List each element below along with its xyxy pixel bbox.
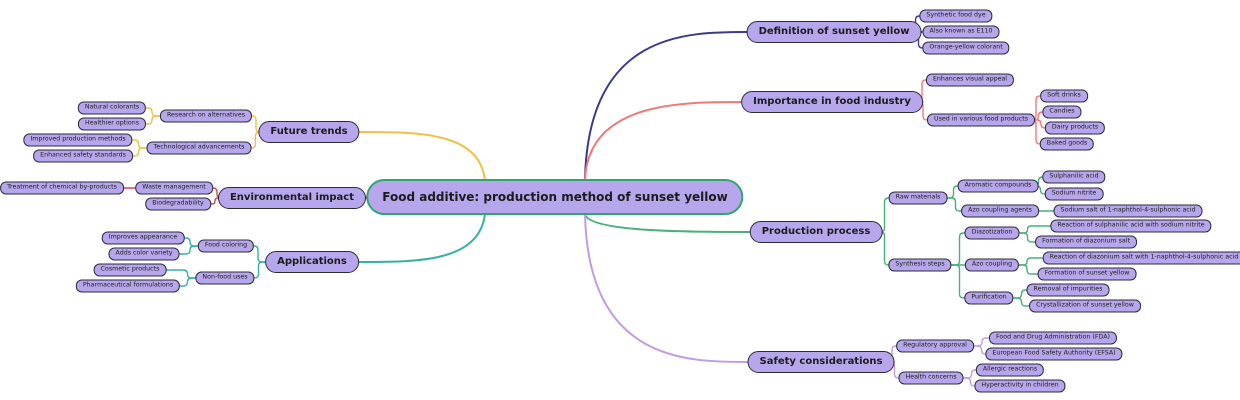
connector-azo-coupling-agents bbox=[946, 197, 962, 212]
topic-candies[interactable]: Candies bbox=[1042, 105, 1082, 119]
topic-research-on-alternatives[interactable]: Research on alternatives bbox=[159, 109, 253, 123]
topic-applications[interactable]: Applications bbox=[265, 251, 359, 273]
topic-european-food-safety-authority-efsa[interactable]: European Food Safety Authority (EFSA) bbox=[985, 347, 1123, 361]
connector-formation-of-sunset-yellow bbox=[1018, 264, 1039, 275]
topic-sodium-salt-of-1-naphthol-4-sulphonic-acid[interactable]: Sodium salt of 1-naphthol-4-sulphonic ac… bbox=[1053, 204, 1203, 218]
branch-connector-production-process bbox=[584, 213, 751, 233]
connector-enhanced-safety-standards bbox=[132, 147, 148, 157]
connector-pharmaceutical-formulations bbox=[179, 277, 197, 287]
topic-regulatory-approval[interactable]: Regulatory approval bbox=[896, 339, 974, 353]
topic-sodium-nitrite[interactable]: Sodium nitrite bbox=[1044, 187, 1104, 201]
topic-soft-drinks[interactable]: Soft drinks bbox=[1040, 89, 1088, 103]
topic-formation-of-sunset-yellow[interactable]: Formation of sunset yellow bbox=[1037, 267, 1137, 281]
branch-connector-safety-considerations bbox=[584, 213, 749, 363]
topic-removal-of-impurities[interactable]: Removal of impurities bbox=[1026, 283, 1110, 297]
connector-improves-appearance bbox=[183, 237, 199, 247]
topic-importance-in-food-industry[interactable]: Importance in food industry bbox=[741, 91, 923, 113]
topic-synthesis-steps[interactable]: Synthesis steps bbox=[888, 258, 952, 272]
topic-reaction-of-sulphanilic-acid-with-sodium-nitrite[interactable]: Reaction of sulphanilic acid with sodium… bbox=[1050, 219, 1212, 233]
connector-synthesis-steps bbox=[880, 231, 890, 266]
topic-waste-management[interactable]: Waste management bbox=[135, 181, 213, 195]
topic-synthetic-food-dye[interactable]: Synthetic food dye bbox=[919, 9, 993, 23]
topic-technological-advancements[interactable]: Technological advancements bbox=[146, 141, 252, 155]
topic-pharmaceutical-formulations[interactable]: Pharmaceutical formulations bbox=[75, 279, 181, 293]
connector-crystallization-of-sunset-yellow bbox=[1012, 297, 1030, 307]
connector-hyperactivity-in-children bbox=[962, 377, 976, 387]
topic-production-process[interactable]: Production process bbox=[749, 221, 883, 243]
topic-healthier-options[interactable]: Healthier options bbox=[77, 117, 147, 131]
topic-sulphanilic-acid[interactable]: Sulphanilic acid bbox=[1042, 170, 1106, 184]
topic-food-coloring[interactable]: Food coloring bbox=[197, 239, 255, 253]
topic-reaction-of-diazonium-salt-with-1-naphthol-4-sulphonic-acid[interactable]: Reaction of diazonium salt with 1-naphth… bbox=[1042, 251, 1240, 265]
topic-diazotization[interactable]: Diazotization bbox=[964, 226, 1020, 240]
topic-purification[interactable]: Purification bbox=[964, 291, 1014, 305]
topic-natural-colorants[interactable]: Natural colorants bbox=[77, 101, 147, 115]
topic-aromatic-compounds[interactable]: Aromatic compounds bbox=[957, 179, 1039, 193]
topic-azo-coupling[interactable]: Azo coupling bbox=[964, 258, 1020, 272]
topic-also-known-as-e110[interactable]: Also known as E110 bbox=[922, 25, 1000, 39]
topic-food-and-drug-administration-fda[interactable]: Food and Drug Administration (FDA) bbox=[988, 331, 1118, 345]
central-topic-food-additive-production-method-of-sunset-yellow[interactable]: Food additive: production method of suns… bbox=[366, 179, 744, 215]
topic-hyperactivity-in-children[interactable]: Hyperactivity in children bbox=[974, 379, 1066, 393]
topic-enhanced-safety-standards[interactable]: Enhanced safety standards bbox=[33, 149, 133, 163]
connector-removal-of-impurities bbox=[1012, 289, 1028, 299]
topic-future-trends[interactable]: Future trends bbox=[258, 121, 360, 143]
topic-allergic-reactions[interactable]: Allergic reactions bbox=[975, 363, 1045, 377]
connector-food-coloring bbox=[253, 245, 266, 263]
connector-diazotization bbox=[950, 232, 966, 266]
topic-used-in-various-food-products[interactable]: Used in various food products bbox=[927, 113, 1035, 127]
topic-orange-yellow-colorant[interactable]: Orange-yellow colorant bbox=[922, 41, 1010, 55]
topic-improves-appearance[interactable]: Improves appearance bbox=[101, 231, 185, 245]
connector-allergic-reactions bbox=[962, 369, 977, 379]
topic-baked-goods[interactable]: Baked goods bbox=[1039, 137, 1095, 151]
connector-biodegradability bbox=[210, 197, 219, 205]
topic-cosmetic-products[interactable]: Cosmetic products bbox=[93, 263, 167, 277]
topic-definition-of-sunset-yellow[interactable]: Definition of sunset yellow bbox=[746, 21, 922, 43]
topic-biodegradability[interactable]: Biodegradability bbox=[145, 197, 211, 211]
connector-natural-colorants bbox=[145, 107, 161, 117]
topic-environmental-impact[interactable]: Environmental impact bbox=[217, 187, 367, 209]
connector-food-and-drug-administration-fda bbox=[973, 337, 990, 347]
connector-cosmetic-products bbox=[165, 269, 197, 279]
topic-dairy-products[interactable]: Dairy products bbox=[1044, 121, 1106, 135]
branch-connector-applications bbox=[358, 213, 486, 263]
connector-reaction-of-sulphanilic-acid-with-sodium-nitrite bbox=[1018, 225, 1052, 234]
connector-non-food-uses bbox=[253, 261, 266, 279]
topic-improved-production-methods[interactable]: Improved production methods bbox=[23, 133, 133, 147]
branch-connector-future-trends bbox=[358, 131, 486, 181]
connector-dairy-products bbox=[1034, 119, 1046, 129]
topic-enhances-visual-appeal[interactable]: Enhances visual appeal bbox=[925, 73, 1015, 87]
connector-aromatic-compounds bbox=[946, 185, 959, 199]
connector-purification bbox=[950, 264, 966, 299]
topic-safety-considerations[interactable]: Safety considerations bbox=[747, 351, 895, 373]
connector-improved-production-methods bbox=[131, 139, 148, 149]
connector-adds-color-variety bbox=[178, 245, 199, 255]
branch-connector-definition-of-sunset-yellow bbox=[584, 31, 748, 181]
topic-formation-of-diazonium-salt[interactable]: Formation of diazonium salt bbox=[1035, 235, 1137, 249]
connector-european-food-safety-authority-efsa bbox=[973, 345, 987, 355]
topic-raw-materials[interactable]: Raw materials bbox=[888, 191, 948, 205]
connector-reaction-of-diazonium-salt-with-1-naphthol-4-sulphonic-acid bbox=[1018, 257, 1044, 266]
topic-treatment-of-chemical-by-products[interactable]: Treatment of chemical by-products bbox=[0, 181, 124, 195]
topic-azo-coupling-agents[interactable]: Azo coupling agents bbox=[961, 204, 1039, 218]
connector-technological-advancements bbox=[250, 131, 260, 149]
topic-health-concerns[interactable]: Health concerns bbox=[898, 371, 964, 385]
topic-crystallization-of-sunset-yellow[interactable]: Crystallization of sunset yellow bbox=[1029, 299, 1141, 313]
topic-non-food-uses[interactable]: Non-food uses bbox=[195, 271, 255, 285]
connector-healthier-options bbox=[145, 115, 161, 125]
connector-formation-of-diazonium-salt bbox=[1018, 232, 1036, 243]
topic-adds-color-variety[interactable]: Adds color variety bbox=[108, 247, 180, 261]
branch-connector-importance-in-food-industry bbox=[584, 101, 742, 181]
